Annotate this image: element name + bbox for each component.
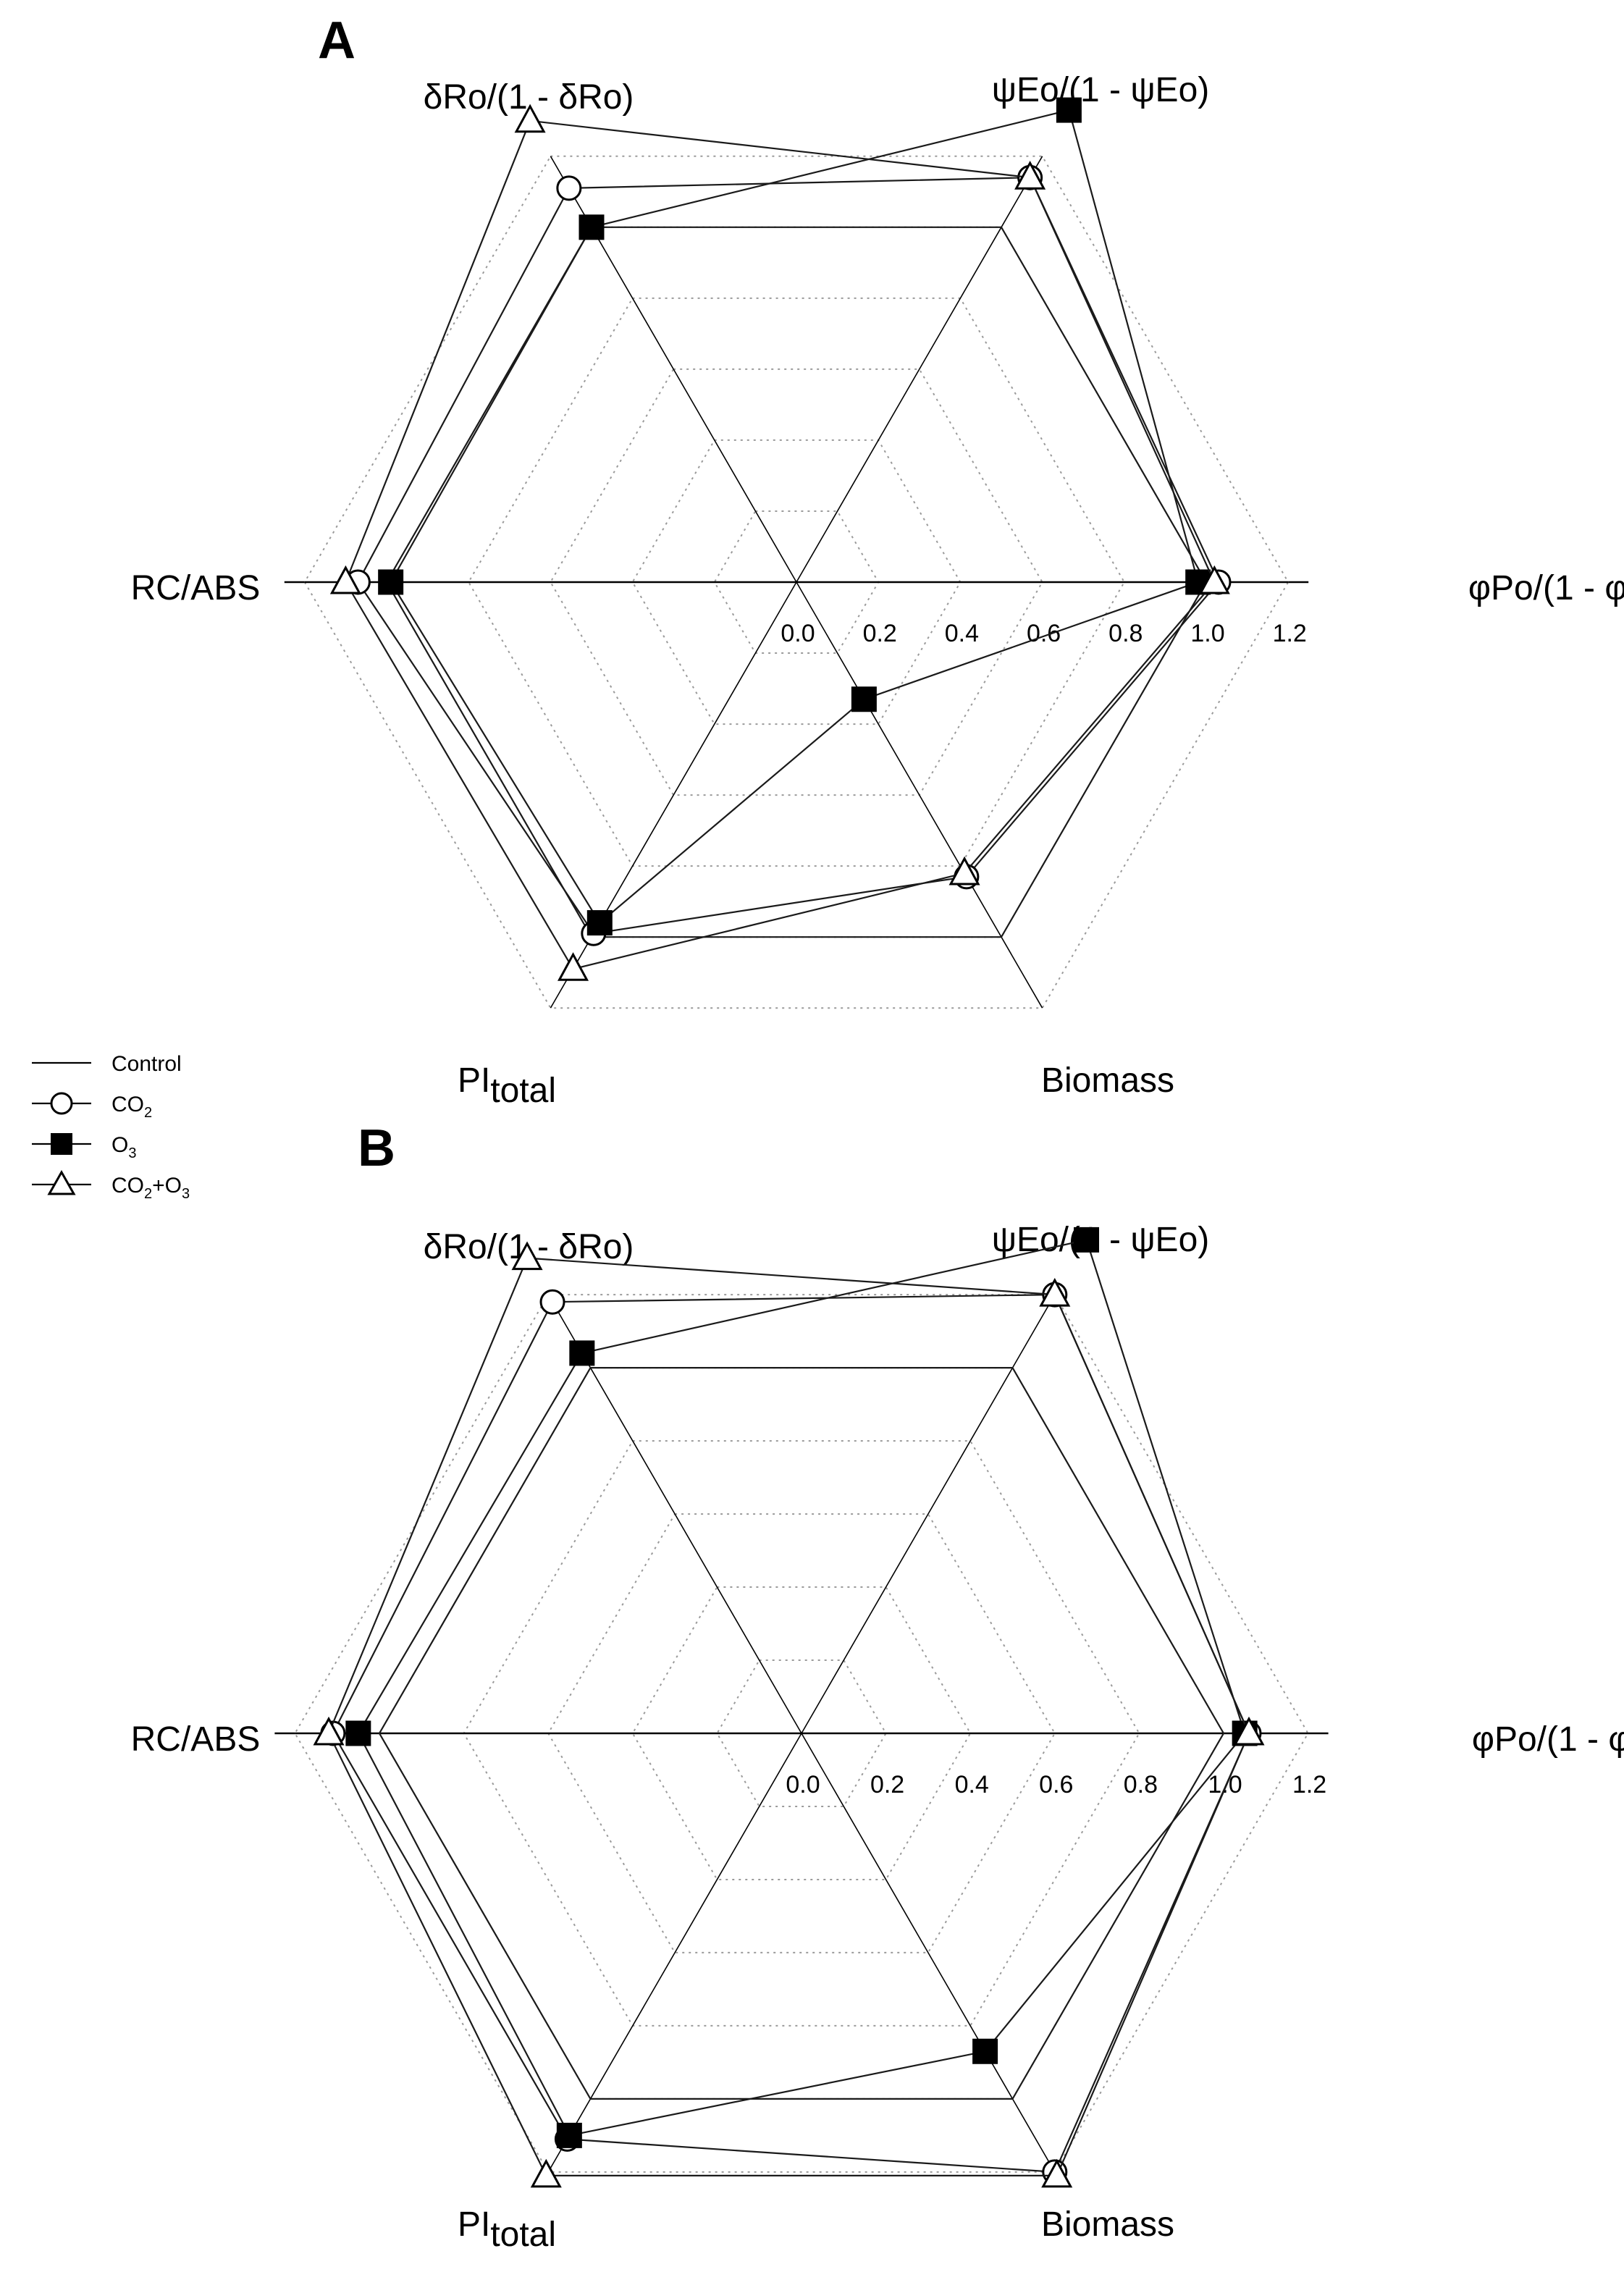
panel-a-series-o3-square-marker-4 — [586, 910, 613, 936]
panel-b-series-co2-o3-triangle-marker-0 — [511, 1241, 543, 1271]
panel-a-series-co2-o3-triangle-marker-1 — [1014, 161, 1046, 190]
legend-item-co2-circle-marker — [50, 1092, 73, 1115]
panel-b-series-control-line — [378, 1366, 1225, 2100]
legend-item-co2-o3-triangle-marker — [47, 1169, 76, 1195]
panel-b-letter: B — [358, 1119, 395, 1177]
panel-b-axis-spoke-4 — [547, 1733, 802, 2173]
panel-a-series-co2-o3-markers — [329, 104, 1230, 981]
panel-a-series-co2-o3-triangle-marker-5 — [329, 565, 361, 594]
panel-b-radial-tick-0-8: 0.8 — [1124, 1771, 1158, 1798]
panel-a-series-o3-square-marker-3 — [851, 686, 877, 712]
panel-a-radial-tick-1-2: 1.2 — [1273, 620, 1307, 647]
panel-a-axis-label-5: RC/ABS — [131, 569, 261, 607]
panel-a-series-o3-markers — [378, 97, 1211, 936]
panel-a-radial-tick-0-0: 0.0 — [781, 620, 815, 647]
panel-a-series-co2-circle-marker-0 — [556, 175, 582, 201]
panel-b-series-co2-o3-triangle-marker-5 — [313, 1716, 345, 1746]
legend-item-o3-label: O3 — [112, 1133, 136, 1161]
panel-a-series-co2-o3-triangle-marker-0 — [514, 104, 546, 133]
panel-a-axis-label-1: ψEo/(1 - ψEo) — [992, 71, 1210, 109]
panel-a-series-co2-o3-line — [345, 119, 1216, 970]
panel-a-radial-tick-1-0: 1.0 — [1190, 620, 1224, 647]
panel-a-series-co2-o3-triangle-marker-3 — [948, 856, 980, 885]
panel-a-series-co2-line — [357, 177, 1220, 935]
legend-item-co2-o3-label: CO2+O3 — [112, 1174, 190, 1202]
panel-b-series-co2-o3-markers — [313, 1241, 1265, 2188]
panel-a-series-co2-o3-triangle-marker-2 — [1198, 565, 1230, 594]
panel-b-radial-tick-0-2: 0.2 — [870, 1771, 904, 1798]
panel-a-axis-label-2: φPo/(1 - φPo) — [1468, 569, 1624, 607]
panel-a-axis-label-3: Biomass — [1041, 1061, 1174, 1100]
panel-b-series-o3-line — [357, 1239, 1246, 2137]
panel-b-series-co2-o3-triangle-marker-2 — [1233, 1716, 1265, 1746]
panel-b-radial-tick-1-2: 1.2 — [1292, 1771, 1326, 1798]
panel-b-radial-tick-0-6: 0.6 — [1039, 1771, 1073, 1798]
panel-a-letter: A — [318, 12, 355, 70]
panel-b-axis-label-4: PItotal — [458, 2205, 556, 2254]
panel-b-series-o3-square-marker-0 — [569, 1340, 595, 1366]
panel-a-series-co2-markers — [345, 164, 1232, 946]
legend-item-co2-label: CO2 — [112, 1093, 152, 1121]
panel-a-series-o3-square-marker-0 — [579, 214, 605, 240]
panel-b-series-co2-circle-marker-0 — [539, 1289, 565, 1315]
panel-b-series-co2-o3-triangle-marker-1 — [1039, 1277, 1071, 1307]
panel-a-axis-label-4: PItotal — [458, 1061, 556, 1110]
legend-item-o3-square-marker — [51, 1133, 72, 1155]
panel-b-series-o3-square-marker-3 — [972, 2038, 998, 2064]
panel-a-radial-tick-0-6: 0.6 — [1027, 620, 1061, 647]
panel-a-radial-tick-0-2: 0.2 — [863, 620, 897, 647]
panel-b-axis-label-2: φPo/(1 - φPo) — [1472, 1720, 1624, 1759]
panel-b-series-o3-square-marker-1 — [1074, 1227, 1100, 1253]
panel-b-series-o3-square-marker-4 — [556, 2122, 582, 2148]
panel-b-radial-tick-1-0: 1.0 — [1208, 1771, 1242, 1798]
panel-b-series-co2-o3-triangle-marker-4 — [530, 2158, 562, 2188]
panel-a-series-o3-line — [390, 109, 1200, 925]
panel-a-series-o3-square-marker-1 — [1056, 97, 1082, 123]
panel-a-axis-spoke-3 — [796, 581, 1043, 1009]
panel-b-radial-tick-0-0: 0.0 — [786, 1771, 820, 1798]
panel-b-series-co2-o3-line — [327, 1257, 1250, 2176]
legend-item-control-label: Control — [112, 1052, 182, 1076]
panel-a-series-co2-o3-triangle-marker-4 — [558, 952, 589, 981]
panel-b-series-o3-square-marker-5 — [345, 1720, 371, 1746]
panel-b-axis-label-3: Biomass — [1041, 2205, 1174, 2244]
panel-b-series-co2-o3-triangle-marker-3 — [1041, 2158, 1073, 2188]
panel-b-axis-label-5: RC/ABS — [131, 1720, 261, 1759]
panel-a-radial-tick-0-4: 0.4 — [945, 620, 979, 647]
panel-a-radial-tick-0-8: 0.8 — [1108, 620, 1143, 647]
panel-a-series-o3-square-marker-5 — [378, 569, 404, 595]
panel-b-radial-tick-0-4: 0.4 — [955, 1771, 989, 1798]
